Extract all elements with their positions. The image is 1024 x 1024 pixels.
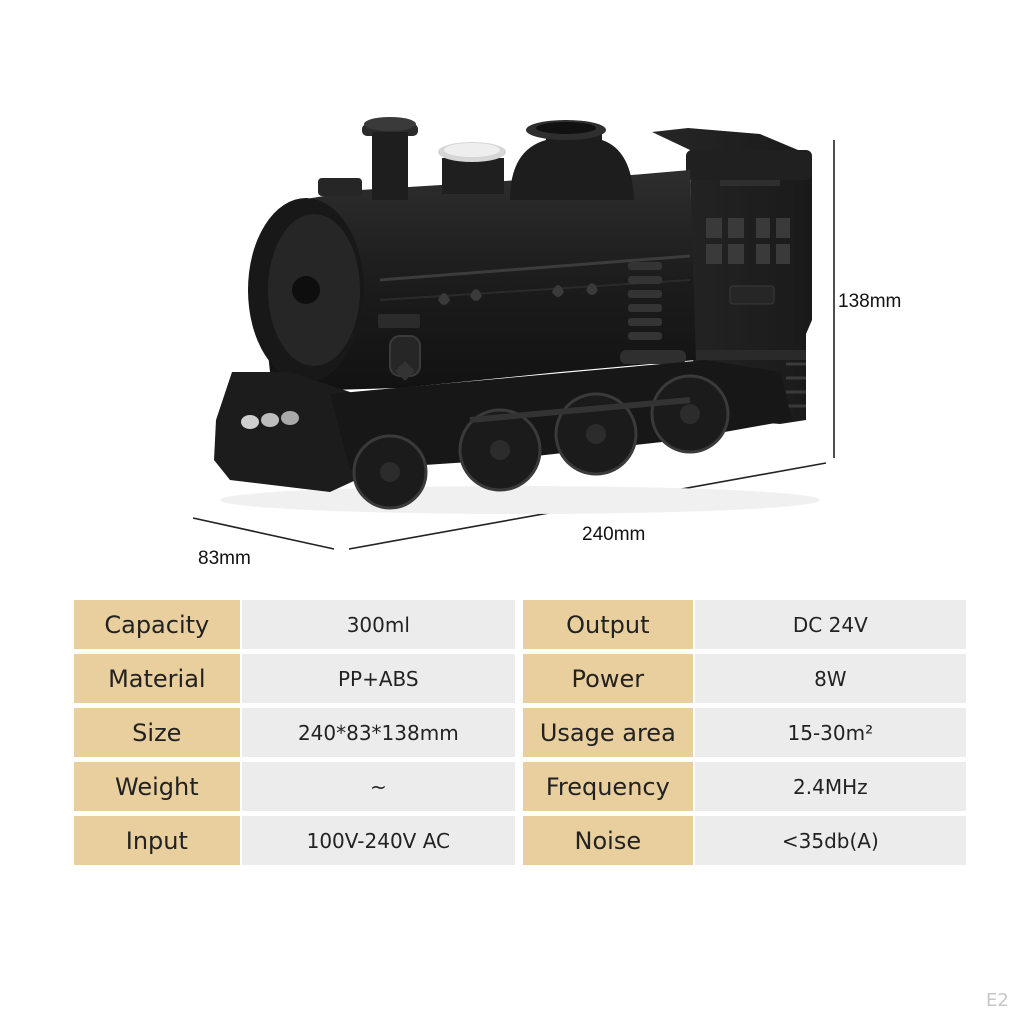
spec-row: Material PP+ABS Power 8W (74, 654, 967, 703)
spec-value: PP+ABS (241, 654, 516, 703)
spec-value: DC 24V (694, 600, 967, 649)
spec-row: Capacity 300ml Output DC 24V (74, 600, 967, 649)
spec-value: 240*83*138mm (241, 708, 516, 757)
spec-value: 8W (694, 654, 967, 703)
spec-row: Input 100V-240V AC Noise <35db(A) (74, 816, 967, 865)
locomotive-diffuser-image (192, 117, 835, 550)
height-dimension-label: 138mm (838, 291, 902, 312)
spec-key: Power (523, 654, 693, 703)
boiler (258, 170, 696, 390)
water-cap (438, 142, 506, 194)
spec-key: Noise (523, 816, 693, 865)
spec-key: Capacity (74, 600, 240, 649)
spec-key: Output (523, 600, 693, 649)
specification-table: Capacity 300ml Output DC 24V Material PP… (74, 600, 967, 870)
spec-key: Size (74, 708, 240, 757)
wheel-hubs (380, 404, 700, 482)
spec-value: 300ml (241, 600, 516, 649)
spec-key: Frequency (523, 762, 693, 811)
spec-value: ~ (241, 762, 516, 811)
corner-tag: E2 (986, 990, 1009, 1011)
spec-key: Material (74, 654, 240, 703)
spec-key: Usage area (523, 708, 693, 757)
cab (652, 128, 812, 424)
smokebox-front (248, 198, 364, 382)
connecting-rod (469, 397, 691, 423)
front-buffer (214, 372, 356, 492)
spec-value: 100V-240V AC (241, 816, 516, 865)
spec-value: <35db(A) (694, 816, 967, 865)
depth-dimension-label: 83mm (198, 548, 251, 569)
spec-value: 15-30m² (694, 708, 967, 757)
spec-row: Size 240*83*138mm Usage area 15-30m² (74, 708, 967, 757)
spec-key: Input (74, 816, 240, 865)
length-dimension-label: 240mm (582, 524, 646, 545)
spec-key: Weight (74, 762, 240, 811)
spec-row: Weight ~ Frequency 2.4MHz (74, 762, 967, 811)
dome (510, 120, 634, 200)
spec-value: 2.4MHz (694, 762, 967, 811)
smokestack-front (362, 117, 418, 200)
